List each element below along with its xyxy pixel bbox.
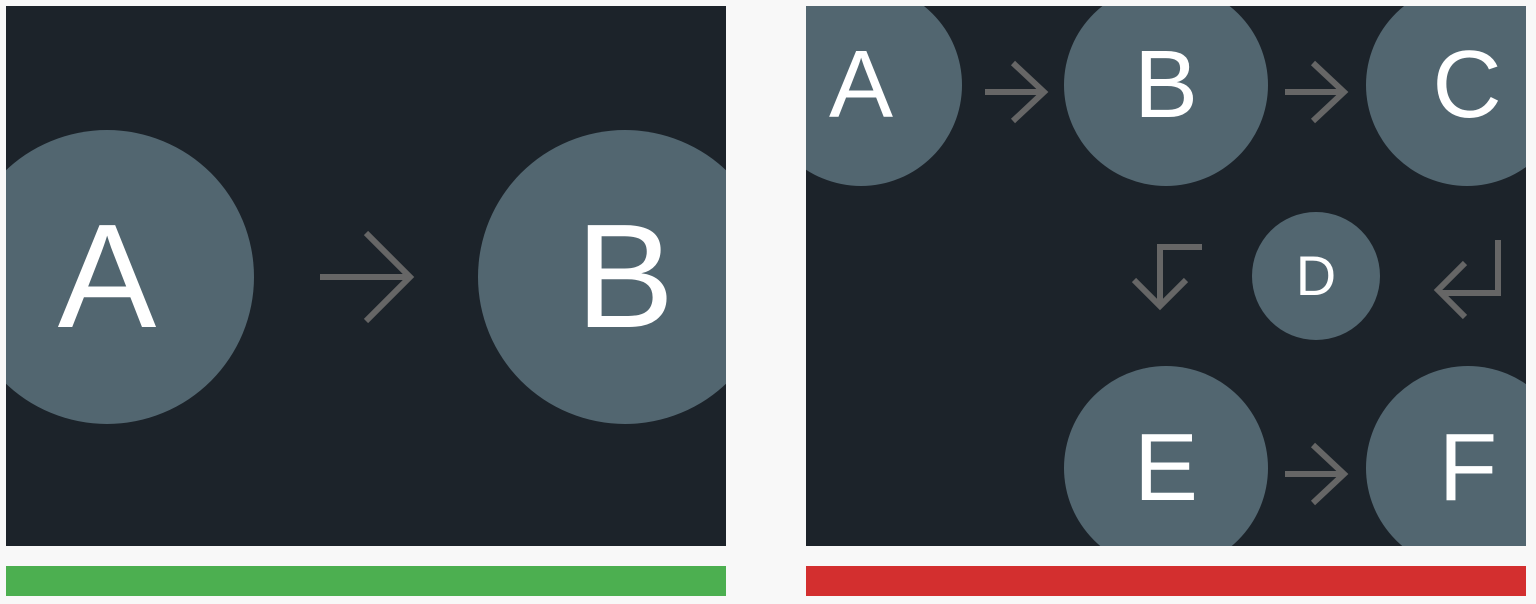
node-e: E bbox=[1064, 366, 1268, 546]
arrow-right-icon bbox=[320, 230, 415, 324]
arrow-right-icon bbox=[1285, 60, 1349, 124]
node-d: D bbox=[1252, 212, 1380, 340]
good-example-panel: A B bbox=[6, 6, 726, 546]
node-c-label: C bbox=[1432, 31, 1502, 138]
node-b-label: B bbox=[1133, 31, 1199, 138]
bad-example-panel: A B C D E F bbox=[806, 6, 1526, 546]
node-f: F bbox=[1366, 366, 1526, 546]
arrow-return-left-icon bbox=[1433, 240, 1501, 320]
node-a: A bbox=[6, 130, 254, 424]
good-verdict-bar bbox=[6, 566, 726, 596]
node-b: B bbox=[478, 130, 726, 424]
node-d-label: D bbox=[1295, 244, 1337, 307]
arrow-down-left-icon bbox=[1131, 244, 1202, 311]
node-b: B bbox=[1064, 6, 1268, 186]
arrow-right-icon bbox=[985, 60, 1049, 124]
arrow-right-icon bbox=[1285, 442, 1349, 506]
node-f-label: F bbox=[1438, 414, 1498, 521]
node-a-label: A bbox=[828, 31, 894, 138]
node-b-label: B bbox=[575, 194, 675, 359]
node-c: C bbox=[1366, 6, 1526, 186]
node-a-label: A bbox=[57, 194, 157, 359]
node-e-label: E bbox=[1133, 414, 1199, 521]
bad-verdict-bar bbox=[806, 566, 1526, 596]
node-a: A bbox=[806, 6, 962, 186]
